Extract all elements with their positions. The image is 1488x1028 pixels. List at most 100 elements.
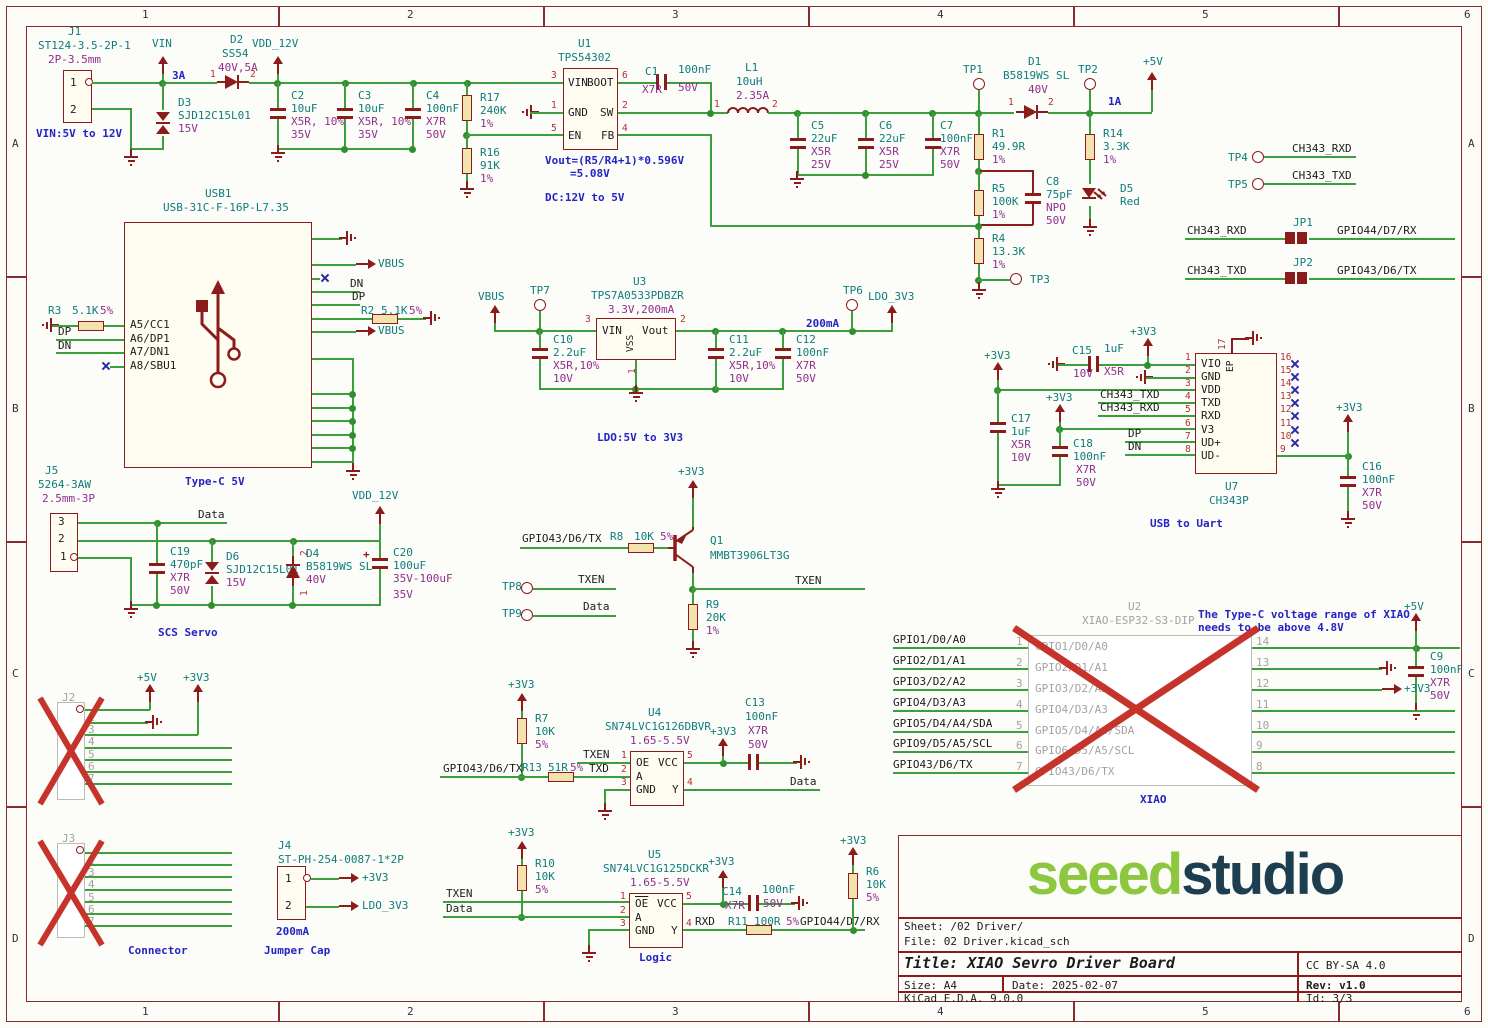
cap-c7 [925,138,941,149]
power-arrow-3v3 [847,847,858,867]
pin-number: 6 [1185,418,1191,429]
pin-name: A7/DN1 [130,345,170,358]
pin-number: 13 [1280,391,1292,402]
pin-name: VIO [1201,357,1221,370]
note-typec-range-1: The Type-C voltage range of XIAO [1198,608,1410,621]
note-vout-value: =5.08V [570,167,610,180]
field-c9: X7R [1430,676,1450,689]
wire [56,352,124,354]
pin-number: 2 [250,69,256,80]
frame-tick [278,6,280,26]
no-connect-icon [101,361,110,370]
pin-name: OE [636,756,650,769]
wire [1252,731,1455,733]
pin-number: 16 [1280,352,1292,363]
wire [85,901,232,903]
label-tp9: TP9 [502,607,522,620]
wire [78,557,130,559]
no-connect-icon [1290,411,1299,420]
wire [1185,238,1285,240]
ref-c18: C18 [1073,437,1093,450]
label-tp5: TP5 [1228,178,1248,191]
field-r6: 5% [866,891,880,904]
net-data: Data [446,902,473,915]
value-r11: 100R [754,915,781,928]
gnd-symbol [271,145,285,162]
wire [782,359,784,390]
license-field: CC BY-SA 4.0 [1306,959,1386,972]
net-vbus: VBUS [478,290,505,303]
wire [277,82,279,108]
wire [588,929,590,950]
wire [1185,278,1285,280]
wire [443,901,629,903]
pin-number: 15 [1280,365,1292,376]
wire [715,359,717,390]
wire [312,407,352,409]
wire [1125,454,1195,456]
gnd-symbol [629,385,643,402]
wire [104,325,124,327]
pin-name: VIN [568,76,588,89]
gnd-symbol [686,641,700,658]
wire [1252,751,1455,753]
wire [312,278,320,280]
junction-dot [720,760,727,767]
wire [978,90,980,112]
resistor-r8 [628,543,654,553]
net-data: Data [790,775,817,788]
pin-number: 17 [1217,338,1228,350]
pin-number: 9 [1256,739,1263,752]
power-arrow-vin [157,56,168,76]
pin-name: A5/CC1 [130,318,170,331]
field-c17: 10V [1011,451,1031,464]
wire [1089,206,1091,224]
cap-c20 [372,558,388,569]
wire [1252,668,1382,670]
resistor-r14 [1085,134,1095,160]
junction-dot [409,146,416,153]
pin-number: 2 [622,100,628,111]
net-vbus: VBUS [378,324,405,337]
power-arrow-3v3 [1054,404,1065,424]
wire [684,789,820,791]
no-connect-icon [1290,372,1299,381]
cap-c11 [708,348,724,359]
wire [932,112,934,138]
wire [710,82,712,112]
junction-dot [289,602,296,609]
pin-number: 1 [299,590,310,596]
pin-number: 3 [620,918,626,929]
power-arrow-3v3 [992,362,1003,382]
net-3v3: +3V3 [508,826,535,839]
cap-c16 [1340,476,1356,487]
note-vout-formula: Vout=(R5/R4+1)*0.596V [545,154,685,167]
value-d1: B5819WS SL [1003,69,1070,82]
ref-jp1: JP1 [1293,216,1313,229]
value-r14: 3.3K [1103,140,1130,153]
wire [1309,238,1455,240]
field-l1: 2.35A [736,89,770,102]
field-c6: 25V [879,158,899,171]
cap-c3 [337,108,353,119]
wire [85,759,232,761]
power-arrow-vdd12 [374,506,385,526]
pin-name: A [636,770,643,783]
label-tp3: TP3 [1030,273,1050,286]
wire [692,588,694,604]
tvs-diode-d6 [205,562,219,584]
field-c11: 10V [729,372,749,385]
value-c15: 1uF [1104,342,1124,355]
wire [344,119,346,150]
junction-dot [349,445,356,452]
value-r1: 49.9R [992,140,1026,153]
frame-tick [6,806,26,808]
ref-r8: R8 [610,530,624,543]
size-field: Size: A4 [904,979,957,992]
pin-number: 1 [1185,352,1191,363]
ref-j4: J4 [278,839,292,852]
net-ch343-rxd: CH343_RXD [1100,401,1160,414]
ref-j5: J5 [45,464,59,477]
wire [312,434,352,436]
wire [1089,90,1091,112]
